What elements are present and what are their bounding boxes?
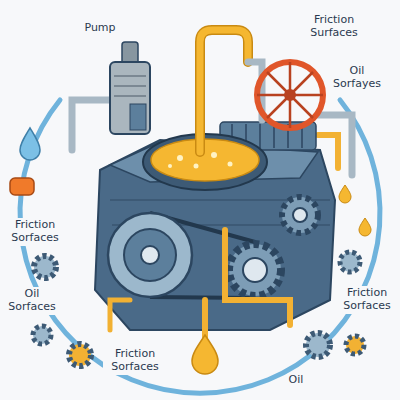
- pipe: [72, 100, 110, 150]
- pump-nozzle: [122, 42, 138, 64]
- oil-drop: [339, 185, 351, 203]
- oil-drop: [359, 218, 371, 236]
- oil-pipe: [225, 230, 290, 325]
- flywheel-hub: [284, 89, 296, 101]
- oil-pipe: [202, 300, 208, 338]
- pump-body: [110, 62, 150, 134]
- gear-hub: [243, 258, 267, 282]
- part-label: Friction Surfaces: [297, 13, 371, 40]
- oil-cylinder: [10, 178, 34, 195]
- gear: [229, 244, 281, 296]
- oil-drop: [20, 128, 40, 160]
- oil-pipe-outline: [200, 30, 248, 152]
- oil-pipe: [200, 30, 248, 152]
- part-label: Oil: [287, 373, 306, 388]
- oil-drop: [192, 335, 218, 374]
- part-label: Oil Sorfaces: [4, 287, 60, 314]
- oil-pipe: [110, 300, 130, 330]
- gear: [282, 197, 318, 233]
- part-label: Friction Sorfaces: [4, 218, 66, 245]
- part-label: Friction Sorfaces: [338, 286, 396, 313]
- part-label: Friction Sorfaces: [103, 347, 167, 374]
- flywheel: [257, 62, 323, 128]
- gear-hub: [293, 208, 307, 222]
- engine-block: [95, 140, 335, 330]
- part-label: Oil Sorfayes: [326, 64, 388, 91]
- flywheel-spokes: [257, 62, 323, 128]
- pump-window: [130, 104, 146, 130]
- pump-ribs: [114, 76, 146, 96]
- part-label: Pump: [82, 21, 117, 36]
- pulley: [108, 213, 192, 297]
- pulley-inner: [124, 229, 176, 281]
- pulley-hub: [141, 246, 159, 264]
